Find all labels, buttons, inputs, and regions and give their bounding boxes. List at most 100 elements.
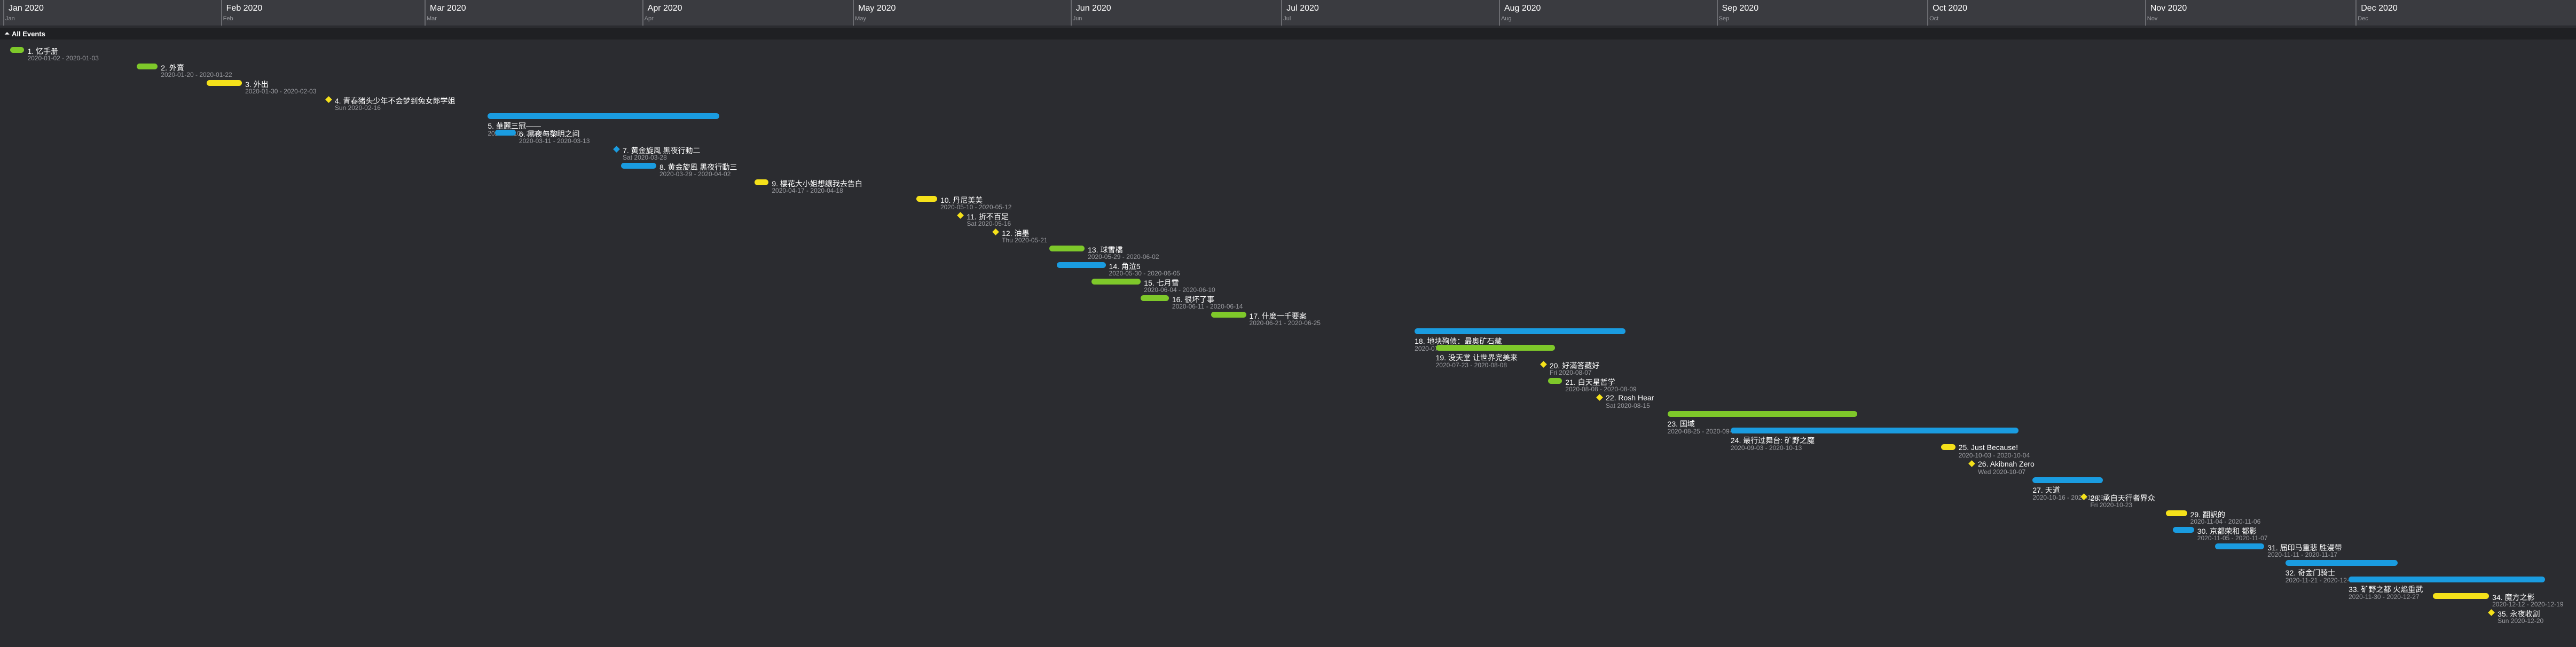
event-date: Sun 2020-12-20 (2498, 617, 2544, 625)
event-date: 2020-05-29 - 2020-06-02 (1088, 253, 1159, 261)
event-bar[interactable] (621, 163, 656, 169)
event-date: Sat 2020-05-16 (967, 220, 1011, 227)
event-title: 10. 丹尼美美 (940, 196, 983, 204)
event-date: 2020-12-12 - 2020-12-19 (2492, 601, 2564, 608)
event-bar[interactable] (1730, 428, 2019, 433)
milestone-diamond-icon[interactable] (613, 146, 620, 153)
event-bar[interactable] (1091, 279, 1141, 285)
event-date: 2020-08-08 - 2020-08-09 (1565, 385, 1637, 393)
event-bar[interactable] (1056, 262, 1106, 268)
event-title: 9. 櫻花大小姐想讓我去告白 (772, 179, 862, 188)
event-title: 13. 球雪橋 (1088, 246, 1123, 254)
event-title: 33. 矿野之都 火焰重武 (2349, 585, 2423, 594)
month-abbr: Sep (1718, 15, 1730, 22)
month-label: Dec 2020 (2361, 4, 2398, 13)
milestone-diamond-icon[interactable] (957, 212, 964, 219)
month-abbr: Jul (1283, 15, 1291, 22)
event-title: 27. 天道 (2032, 486, 2060, 494)
event-bar[interactable] (916, 196, 937, 202)
event-bar[interactable] (1435, 345, 1556, 351)
event-title: 23. 国域 (1667, 420, 1695, 428)
event-bar[interactable] (1548, 378, 1562, 384)
event-bar[interactable] (1415, 328, 1625, 334)
event-bar[interactable] (207, 80, 242, 86)
event-bar[interactable] (2166, 510, 2187, 516)
month-abbr: Apr (644, 15, 654, 22)
event-title: 3. 外出 (245, 80, 269, 89)
event-title: 29. 翻訳的 (2190, 510, 2225, 519)
month-label: Sep 2020 (1722, 4, 1759, 13)
event-date: Sat 2020-08-15 (1606, 402, 1650, 409)
event-title: 4. 青春猪头少年不会梦到兔女郎学姐 (334, 97, 455, 105)
event-title: 26. Akibnah Zero (1978, 460, 2035, 468)
milestone-diamond-icon[interactable] (1540, 361, 1547, 368)
event-bar[interactable] (1667, 411, 1857, 417)
event-title: 24. 最行过舞台: 矿野之魔 (1730, 436, 1815, 445)
event-date: Wed 2020-10-07 (1978, 468, 2026, 476)
collapse-caret-icon[interactable]: ⏶ (4, 29, 10, 37)
event-date: 2020-06-04 - 2020-06-10 (1144, 286, 1215, 294)
event-bar[interactable] (2032, 477, 2103, 483)
event-title: 18. 地块殉债：最奥矿石藏 (1415, 337, 1502, 345)
event-date: 2020-11-05 - 2020-11-07 (2197, 534, 2268, 542)
event-bar[interactable] (2285, 560, 2398, 566)
month-abbr: Dec (2358, 15, 2368, 22)
event-title: 7. 黄金旋風 黑夜行動二 (623, 146, 701, 155)
event-date: Sat 2020-03-28 (623, 154, 667, 161)
event-title: 17. 什麼一千要案 (1249, 312, 1307, 320)
month-abbr: Nov (2147, 15, 2158, 22)
event-title: 20. 好滿答藏好 (1549, 361, 1600, 370)
milestone-diamond-icon[interactable] (1968, 460, 1975, 467)
event-date: 2020-03-11 - 2020-03-13 (519, 137, 590, 145)
event-date: 2020-07-23 - 2020-08-08 (1435, 361, 1507, 369)
month-abbr: Feb (223, 15, 233, 22)
event-bar[interactable] (1141, 295, 1169, 301)
event-date: 2020-01-30 - 2020-02-03 (245, 88, 317, 95)
event-bar[interactable] (136, 64, 158, 69)
event-date: 2020-11-30 - 2020-12-27 (2349, 593, 2420, 601)
month-label: Jan 2020 (9, 4, 44, 13)
event-bar[interactable] (1049, 246, 1085, 251)
event-date: 2020-03-29 - 2020-04-02 (659, 170, 731, 178)
month-label: Mar 2020 (430, 4, 466, 13)
group-row-all-events[interactable]: ⏶ All Events (0, 28, 2576, 40)
event-title: 12. 油墨 (1002, 229, 1030, 238)
milestone-diamond-icon[interactable] (1596, 394, 1603, 401)
event-bar[interactable] (2173, 527, 2194, 533)
event-title: 19. 没天堂 让世界完美来 (1435, 353, 1518, 362)
event-bar[interactable] (10, 47, 25, 53)
event-bar[interactable] (1211, 312, 1246, 318)
event-title: 21. 白天星哲学 (1565, 378, 1615, 386)
event-date: 2020-01-02 - 2020-01-03 (27, 54, 99, 62)
event-title: 32. 奇金门骑士 (2285, 569, 2336, 577)
milestone-diamond-icon[interactable] (325, 96, 332, 103)
milestone-diamond-icon[interactable] (992, 228, 1000, 235)
event-title: 35. 永夜收割 (2498, 610, 2540, 618)
month-abbr: Jan (5, 15, 15, 22)
month-label: Jun 2020 (1075, 4, 1111, 13)
event-bar[interactable] (2349, 577, 2546, 582)
milestone-diamond-icon[interactable] (2488, 609, 2495, 616)
event-bar[interactable] (494, 130, 516, 136)
event-bar[interactable] (2432, 593, 2489, 599)
group-label: All Events (12, 30, 45, 38)
event-date: 2020-10-03 - 2020-10-04 (1958, 452, 2030, 459)
event-bar[interactable] (755, 179, 769, 185)
event-date: 2020-05-10 - 2020-05-12 (940, 203, 1012, 211)
event-date: 2020-11-11 - 2020-11-17 (2267, 551, 2338, 558)
month-abbr: Aug (1501, 15, 1512, 22)
event-bar[interactable] (1941, 444, 1955, 450)
event-bar[interactable] (488, 113, 720, 119)
event-date: 2020-11-04 - 2020-11-06 (2190, 518, 2261, 525)
event-date: 2020-04-17 - 2020-04-18 (772, 187, 843, 194)
event-title: 8. 黄金旋風 黑夜行動三 (659, 163, 737, 171)
event-bar[interactable] (2215, 543, 2265, 549)
month-label: Oct 2020 (1933, 4, 1968, 13)
